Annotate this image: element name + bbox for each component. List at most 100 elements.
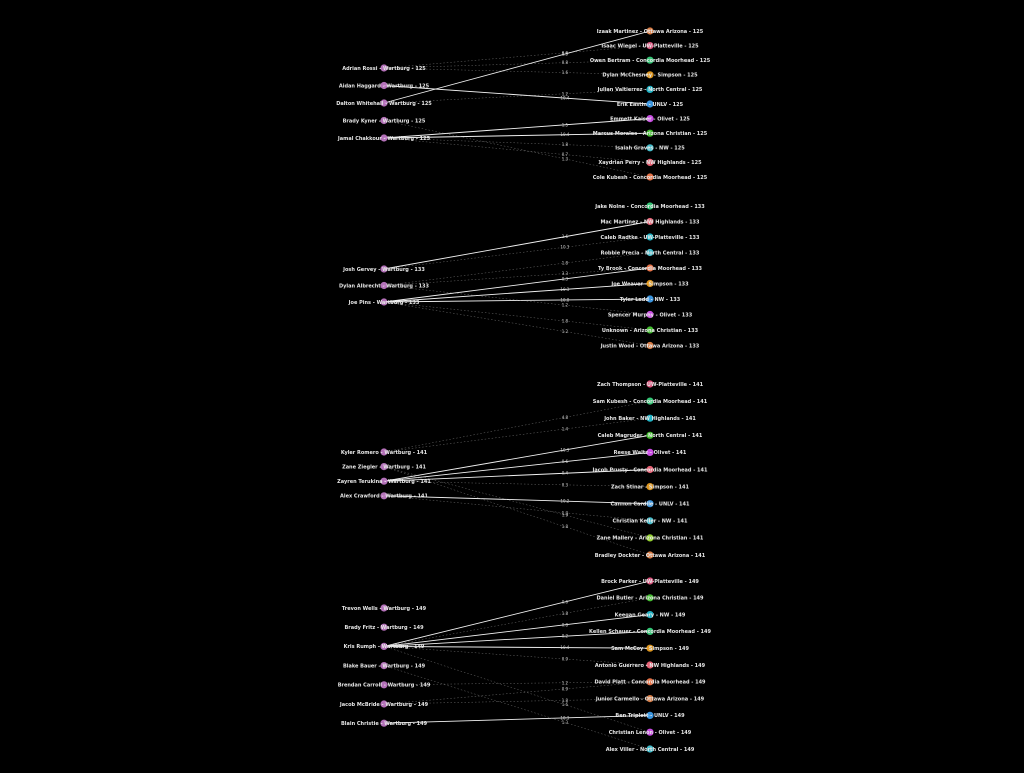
opponent-wrestler-label: Julian Valtierrez - North Central - 125 [597,87,703,93]
edge-weight-label: 10.3 [560,447,569,452]
opponent-wrestler-node[interactable] [646,397,654,405]
opponent-wrestler-node[interactable] [646,611,654,619]
wartburg-wrestler-node[interactable] [380,700,388,708]
opponent-wrestler-node[interactable] [646,233,654,241]
wartburg-wrestler-label: Zane Ziegler - Wartburg - 141 [342,464,426,470]
opponent-wrestler-node[interactable] [646,144,654,152]
wartburg-wrestler-node[interactable] [380,99,388,107]
opponent-wrestler-label: Joe Weaver - Simpson - 133 [610,281,689,287]
opponent-wrestler-node[interactable] [646,217,654,226]
opponent-wrestler-node[interactable] [646,295,654,303]
opponent-wrestler-node[interactable] [646,202,654,210]
wartburg-wrestler-node[interactable] [380,719,388,727]
opponent-wrestler-node[interactable] [646,173,654,181]
wartburg-wrestler-label: Brendan Carroll - Wartburg - 149 [338,683,431,689]
wartburg-wrestler-node[interactable] [380,116,388,125]
opponent-wrestler-node[interactable] [646,577,654,585]
edge-weight-label: 0.3 [562,482,569,487]
opponent-wrestler-node[interactable] [646,414,654,422]
wartburg-wrestler-label: Brady Kyner - Wartburg - 125 [343,118,426,124]
match-edge [383,252,651,286]
wartburg-wrestler-node[interactable] [380,448,388,456]
opponent-wrestler-node[interactable] [646,431,654,439]
opponent-wrestler-node[interactable] [646,695,654,703]
opponent-wrestler-node[interactable] [646,465,654,474]
opponent-wrestler-node[interactable] [646,711,654,720]
wartburg-wrestler-node[interactable] [380,81,388,90]
edge-weight-label: 0.8 [562,622,569,627]
opponent-wrestler-node[interactable] [646,500,654,508]
match-edge [383,495,651,505]
opponent-wrestler-label: Dylan McChesney - Simpson - 125 [602,73,698,79]
opponent-wrestler-node[interactable] [646,56,654,64]
match-edge [383,698,651,705]
wartburg-wrestler-node[interactable] [380,642,388,651]
opponent-wrestler-node[interactable] [646,594,654,602]
opponent-wrestler-label: Bradley Dockter - Ottawa Arizona - 141 [595,553,706,559]
opponent-wrestler-node[interactable] [646,326,654,334]
match-edge [383,301,651,346]
wartburg-wrestler-node[interactable] [380,281,388,290]
opponent-wrestler-node[interactable] [646,745,654,753]
opponent-wrestler-node[interactable] [646,100,654,108]
opponent-wrestler-label: Izaak Martinez - Ottawa Arizona - 125 [597,29,704,35]
match-edge [383,89,651,104]
wartburg-wrestler-node[interactable] [380,64,388,72]
match-edge [383,597,651,647]
opponent-wrestler-node[interactable] [646,483,654,491]
opponent-wrestler-node[interactable] [646,71,654,79]
opponent-wrestler-node[interactable] [646,248,654,257]
wartburg-wrestler-label: Adrian Rossi - Wartburg - 125 [342,66,426,72]
match-edge [383,137,651,149]
wartburg-wrestler-node[interactable] [380,623,388,631]
wartburg-wrestler-node[interactable] [380,477,388,485]
wartburg-wrestler-label: Kyler Romero - Wartburg - 141 [341,450,428,456]
opponent-wrestler-node[interactable] [646,728,654,736]
opponent-wrestler-node[interactable] [646,115,654,123]
wartburg-wrestler-label: Blake Bauer - Wartburg - 149 [343,663,426,669]
opponent-wrestler-node[interactable] [646,448,654,456]
match-edge [383,646,651,733]
wartburg-wrestler-node[interactable] [380,298,388,306]
opponent-wrestler-label: Isaiah Graves - NW - 125 [615,146,685,152]
opponent-wrestler-label: Kellen Schauer - Concordia Moorhead - 14… [589,629,711,635]
opponent-wrestler-node[interactable] [646,661,654,669]
opponent-wrestler-label: Keegan Geary - NW - 149 [615,612,686,618]
opponent-wrestler-node[interactable] [646,42,654,50]
wartburg-wrestler-node[interactable] [380,604,388,612]
opponent-wrestler-node[interactable] [646,534,654,542]
opponent-wrestler-node[interactable] [646,310,654,319]
wartburg-wrestler-node[interactable] [380,681,388,689]
match-edge [383,120,651,178]
opponent-wrestler-node[interactable] [646,517,654,525]
edge-weight-label: 10.4 [560,96,569,101]
edge-weight-label: 1.4 [562,427,569,432]
edge-weight-label: 1.2 [562,303,569,308]
opponent-wrestler-node[interactable] [646,644,654,652]
opponent-wrestler-label: Christian Keller - NW - 141 [613,519,688,525]
edge-weight-label: 10.3 [560,287,569,292]
wartburg-wrestler-node[interactable] [380,662,388,670]
opponent-wrestler-node[interactable] [646,279,654,288]
opponent-wrestler-node[interactable] [646,678,654,686]
wartburg-wrestler-node[interactable] [380,463,388,471]
wartburg-wrestler-node[interactable] [380,265,388,273]
wartburg-wrestler-node[interactable] [380,492,388,500]
match-edge [383,267,651,303]
opponent-wrestler-node[interactable] [646,264,654,272]
opponent-wrestler-node[interactable] [646,380,654,388]
opponent-wrestler-label: Sam Kubesh - Concordia Moorhead - 141 [593,399,708,405]
edge-weight-label: 2.6 [562,234,569,239]
match-edge [383,645,651,649]
opponent-wrestler-label: Zach Thompson - UW-Platteville - 141 [597,382,704,388]
opponent-wrestler-node[interactable] [646,129,654,137]
opponent-wrestler-node[interactable] [646,627,654,636]
opponent-wrestler-node[interactable] [646,551,654,559]
opponent-wrestler-node[interactable] [646,158,654,166]
opponent-wrestler-label: Marcus Morales - Arizona Christian - 125 [593,131,708,137]
wartburg-wrestler-node[interactable] [380,134,388,142]
opponent-wrestler-node[interactable] [646,85,654,93]
opponent-wrestler-node[interactable] [646,27,654,35]
opponent-wrestler-node[interactable] [646,341,654,350]
